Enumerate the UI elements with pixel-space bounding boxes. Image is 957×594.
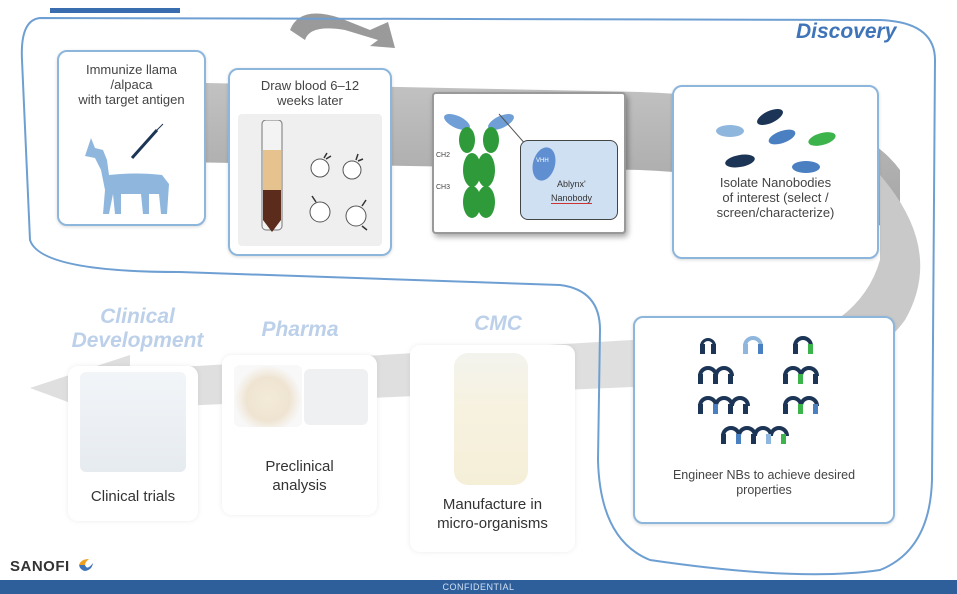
ch2-label: CH2: [436, 152, 451, 159]
guinea-pig-photo-placeholder: [234, 365, 302, 427]
engineer-step-label: Engineer NBs to achieve desired properti…: [672, 468, 856, 497]
bioreactor-photo-placeholder: [454, 353, 528, 485]
engineer-step-card: Engineer NBs to achieve desired properti…: [633, 316, 895, 524]
nanobody-label: Nanobody: [551, 193, 593, 204]
draw-blood-step-card: Draw blood 6–12 weeks later: [228, 68, 392, 256]
manufacture-label: Manufacture in micro-organisms: [437, 496, 548, 532]
cmc-heading: CMC: [474, 312, 522, 335]
test-tube-icon: [261, 120, 283, 232]
engineered-nanobodies-icon: [698, 336, 819, 444]
cell-cluster-icon: [309, 152, 368, 231]
antibody-panel: CH2 CH3 VHH Ablynx' Nanobody: [432, 92, 626, 234]
top-curve-arrow: [290, 13, 395, 48]
top-accent-bar: [50, 8, 180, 13]
clinical-photo-placeholder: [80, 372, 186, 472]
confidential-label: CONFIDENTIAL: [442, 582, 515, 592]
vhh-domain-icon: [528, 144, 560, 184]
nanobody-row-2: [698, 366, 819, 384]
immunize-step-label: Immunize llama /alpaca with target antig…: [78, 62, 185, 107]
discovery-heading: Discovery: [796, 20, 897, 43]
lab-photo-placeholder: [304, 369, 368, 425]
draw-blood-step-label: Draw blood 6–12 weeks later: [230, 78, 390, 108]
preclinical-label: Preclinical analysis: [265, 458, 334, 494]
vhh-label: VHH: [536, 158, 549, 164]
isolate-step-card: Isolate Nanobodies of interest (select /…: [672, 85, 879, 259]
sanofi-wordmark: SANOFI: [10, 558, 70, 575]
footer-bar: CONFIDENTIAL: [0, 580, 957, 594]
llama-icon: [85, 123, 169, 214]
clinical-trials-label: Clinical trials: [90, 488, 176, 505]
preclinical-card: Preclinical analysis: [222, 355, 377, 515]
sanofi-bird-icon: [79, 559, 94, 571]
pharma-heading: Pharma: [261, 318, 339, 341]
nanobody-inset: VHH Ablynx' Nanobody: [520, 140, 618, 220]
clinical-trials-card: Clinical trials: [68, 366, 198, 521]
manufacture-card: Manufacture in micro-organisms: [410, 345, 575, 552]
clinical-development-heading: Clinical Development: [71, 305, 204, 352]
nanobody-row-3: [698, 396, 819, 414]
discovery-outline: [20, 16, 937, 576]
nanobody-shapes-icon: [716, 108, 836, 173]
immunize-step-card: Immunize llama /alpaca with target antig…: [57, 50, 206, 226]
antibody-icon: [444, 113, 514, 218]
nanobody-row-4: [721, 426, 789, 444]
ablynx-label: Ablynx': [557, 179, 586, 189]
ch3-label: CH3: [436, 184, 451, 191]
nanobody-row-1: [700, 336, 813, 354]
isolate-step-label: Isolate Nanobodies of interest (select /…: [716, 175, 835, 220]
sanofi-logo: SANOFI: [10, 557, 95, 575]
